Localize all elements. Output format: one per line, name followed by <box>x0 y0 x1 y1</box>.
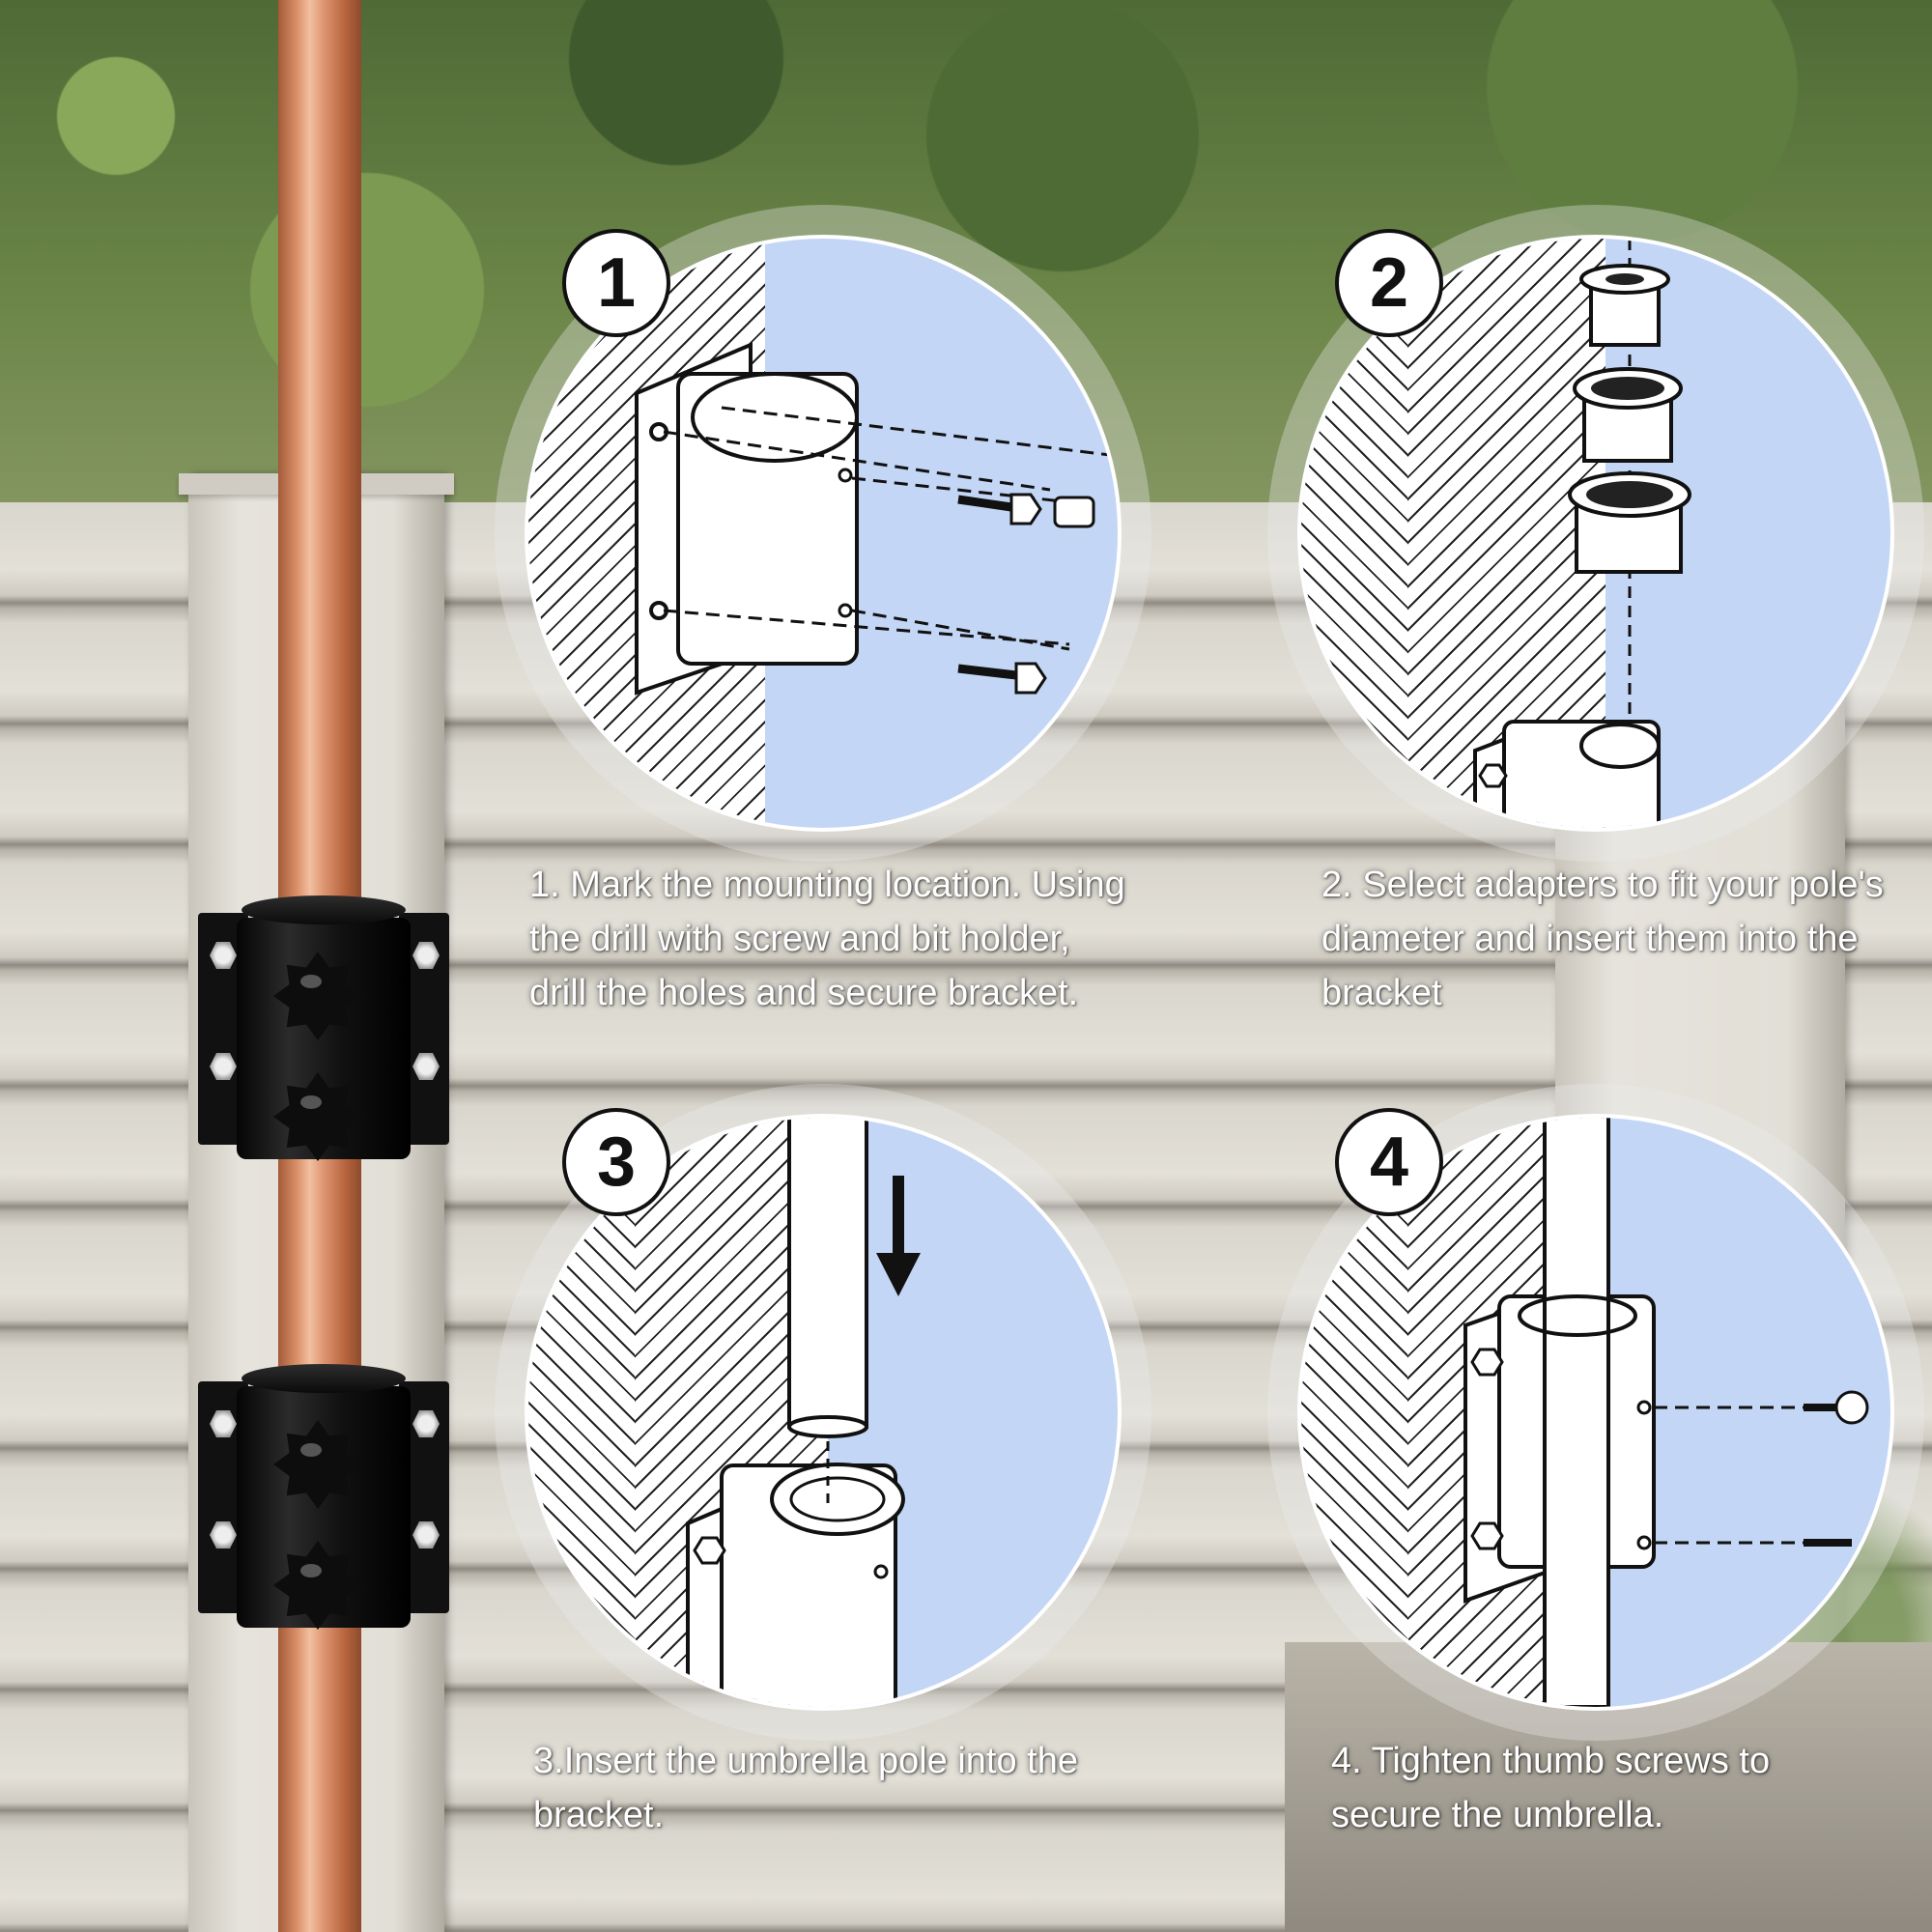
step-number-badge: 3 <box>562 1108 670 1216</box>
step-3-caption: 3.Insert the umbrella pole into the brac… <box>533 1741 1079 1835</box>
step-number-badge: 1 <box>562 229 670 337</box>
thumb-knob-icon <box>273 1072 362 1161</box>
mount-bracket-upper <box>198 895 449 1161</box>
step-number-badge: 2 <box>1335 229 1443 337</box>
step-1-caption: 1. Mark the mounting location. Using the… <box>529 865 1125 1013</box>
step-4-diagram: 4 <box>1267 1084 1924 1741</box>
thumb-knob-icon <box>273 1420 362 1509</box>
thumb-knob-icon <box>273 1541 362 1630</box>
step-number-badge: 4 <box>1335 1108 1443 1216</box>
step-4-caption: 4. Tighten thumb screws to secure the um… <box>1331 1741 1771 1835</box>
step-2-diagram: 2 <box>1267 205 1924 862</box>
mount-bracket-lower <box>198 1364 449 1630</box>
step-3-diagram: 3 <box>495 1084 1151 1741</box>
step-2-caption: 2. Select adapters to fit your pole's di… <box>1321 865 1884 1013</box>
step-1-diagram: 1 <box>495 205 1151 862</box>
thumb-knob-icon <box>273 952 362 1040</box>
